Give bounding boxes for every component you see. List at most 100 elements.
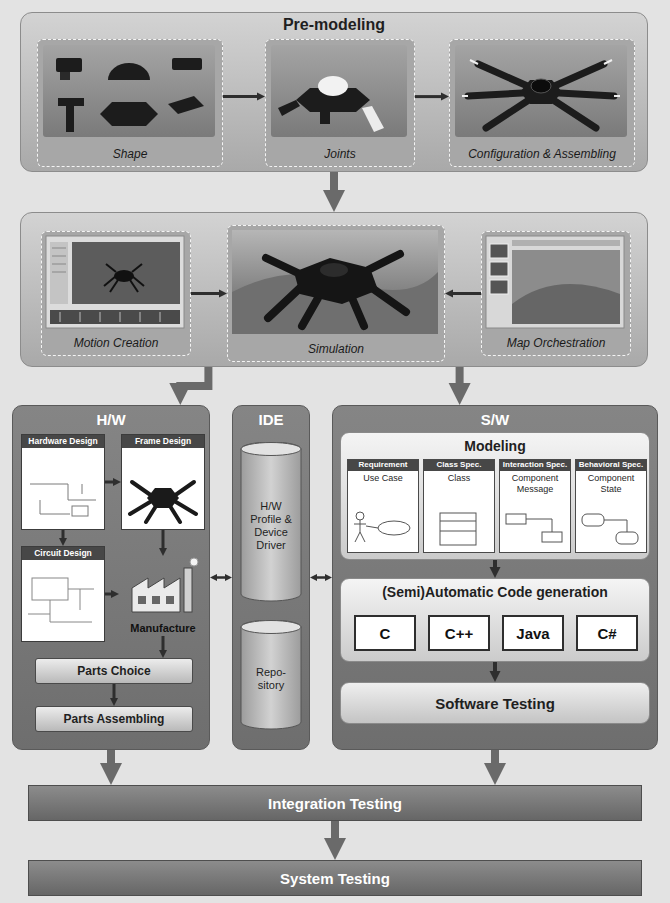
database-cylinder: Repo-sitory xyxy=(240,620,302,730)
screenshot-panel: Joints xyxy=(265,39,415,167)
box-heading: Interaction Spec. xyxy=(500,460,570,471)
node-label: Pre-modeling xyxy=(21,13,647,34)
frame-robot-picture xyxy=(176,502,196,514)
map-editor-picture xyxy=(490,244,508,258)
motion-editor-picture xyxy=(60,312,160,322)
step-bar: Parts Assembling xyxy=(35,706,193,732)
motion-editor-picture xyxy=(106,264,116,272)
use-case-sketch xyxy=(354,520,378,542)
motion-editor-picture xyxy=(120,312,121,322)
motion-editor-picture xyxy=(72,242,180,304)
motion-editor-picture xyxy=(46,236,184,328)
track-panel: IDE H/W Profile & Device DriverRepo-sitor… xyxy=(232,405,310,750)
flow-arrow xyxy=(315,576,327,579)
simulation-picture xyxy=(372,288,406,312)
factory-icon xyxy=(190,558,198,566)
shape-parts-picture xyxy=(43,45,215,137)
node-label: H/W Profile & Device Driver xyxy=(240,492,302,553)
joints-picture xyxy=(320,112,330,124)
message-sketch xyxy=(506,514,526,524)
hardware-sketch xyxy=(72,506,88,516)
joints-picture xyxy=(278,100,300,116)
assembled-robot-picture xyxy=(486,92,541,128)
group-box: (Semi)Automatic Code generationCC++JavaC… xyxy=(340,578,650,662)
node-label: Integration Testing xyxy=(268,795,402,812)
simulation-picture xyxy=(266,254,406,326)
node-label: Configuration & Assembling xyxy=(464,147,620,166)
motion-editor-picture xyxy=(52,248,66,272)
hardware-sketch xyxy=(30,484,96,516)
assembled-robot-picture xyxy=(541,64,604,92)
motion-editor-picture xyxy=(50,310,180,324)
flow-arrow xyxy=(330,172,338,196)
use-case-sketch xyxy=(356,512,364,520)
assembled-robot-picture xyxy=(520,80,562,104)
simulation-picture xyxy=(368,254,400,270)
flow-arrow xyxy=(105,593,113,596)
joints-picture xyxy=(271,45,407,137)
simulation-picture xyxy=(352,298,364,326)
shape-parts-picture xyxy=(172,58,202,70)
frame-robot-picture xyxy=(132,482,152,496)
assembled-robot-picture xyxy=(462,95,468,97)
shape-parts-picture xyxy=(168,96,204,114)
circuit-sketch xyxy=(28,578,94,622)
screenshot-panel: Configuration & Assembling xyxy=(449,39,635,167)
node-label: Parts Choice xyxy=(77,664,150,678)
factory-icon xyxy=(184,568,192,612)
motion-editor-picture xyxy=(100,312,101,322)
simulation-picture xyxy=(268,288,300,318)
flow-arrow xyxy=(493,560,497,570)
shape-parts-picture xyxy=(56,58,82,72)
flow-arrow xyxy=(105,481,115,484)
track-panel: S/WModelingRequirementUse CaseClass Spec… xyxy=(332,405,658,750)
shape-parts-picture xyxy=(108,63,150,80)
node-label: Map Orchestration xyxy=(503,336,610,355)
node-label: IDE xyxy=(233,406,309,428)
box-heading: Class Spec. xyxy=(424,460,494,471)
spec-box: Interaction Spec.Component Message xyxy=(499,459,571,553)
use-case-sketch xyxy=(378,521,410,535)
node-label: S/W xyxy=(333,406,657,428)
map-editor-picture xyxy=(490,262,508,276)
language-box: Java xyxy=(502,615,564,651)
node-label: Parts Assembling xyxy=(64,712,165,726)
node-label: Java xyxy=(516,625,549,642)
cylinder-top xyxy=(241,621,301,634)
frame-robot-picture xyxy=(130,482,196,522)
map-editor-picture xyxy=(512,250,620,324)
joints-picture xyxy=(296,88,370,112)
motion-editor-picture xyxy=(132,264,142,272)
node-label: Motion Creation xyxy=(70,336,163,355)
node-label: Shape xyxy=(109,147,152,166)
node-label: Software Testing xyxy=(435,695,555,712)
spec-box: Behavioral Spec.Component State xyxy=(575,459,647,553)
frame-robot-picture xyxy=(174,482,194,496)
node-label: Component State xyxy=(576,471,646,495)
use-case-sketch xyxy=(354,512,410,542)
class-sketch xyxy=(440,513,476,545)
motion-editor-picture xyxy=(50,242,68,304)
phase-bar: Integration Testing xyxy=(28,785,642,821)
assembled-robot-picture xyxy=(478,64,541,92)
frame-robot-picture xyxy=(146,506,156,522)
motion-editor-picture xyxy=(140,312,141,322)
assembled-robot-picture xyxy=(468,64,614,128)
node-label: C xyxy=(380,625,391,642)
node-label: Use Case xyxy=(348,471,418,484)
motion-editor-picture xyxy=(160,312,161,322)
motion-editor-picture xyxy=(52,272,66,273)
box-heading: Circuit Design xyxy=(22,547,104,560)
design-box: Hardware Design xyxy=(21,434,105,530)
motion-editor-picture xyxy=(60,312,61,322)
language-box: C# xyxy=(576,615,638,651)
node-label: Component Message xyxy=(500,471,570,495)
state-sketch xyxy=(582,514,638,544)
shape-parts-picture xyxy=(43,45,215,137)
flow-arrow xyxy=(456,367,464,389)
motion-editor-picture xyxy=(52,256,66,257)
flow-arrow xyxy=(451,292,481,295)
assembled-robot-picture xyxy=(541,92,596,128)
map-editor-picture xyxy=(512,240,620,246)
